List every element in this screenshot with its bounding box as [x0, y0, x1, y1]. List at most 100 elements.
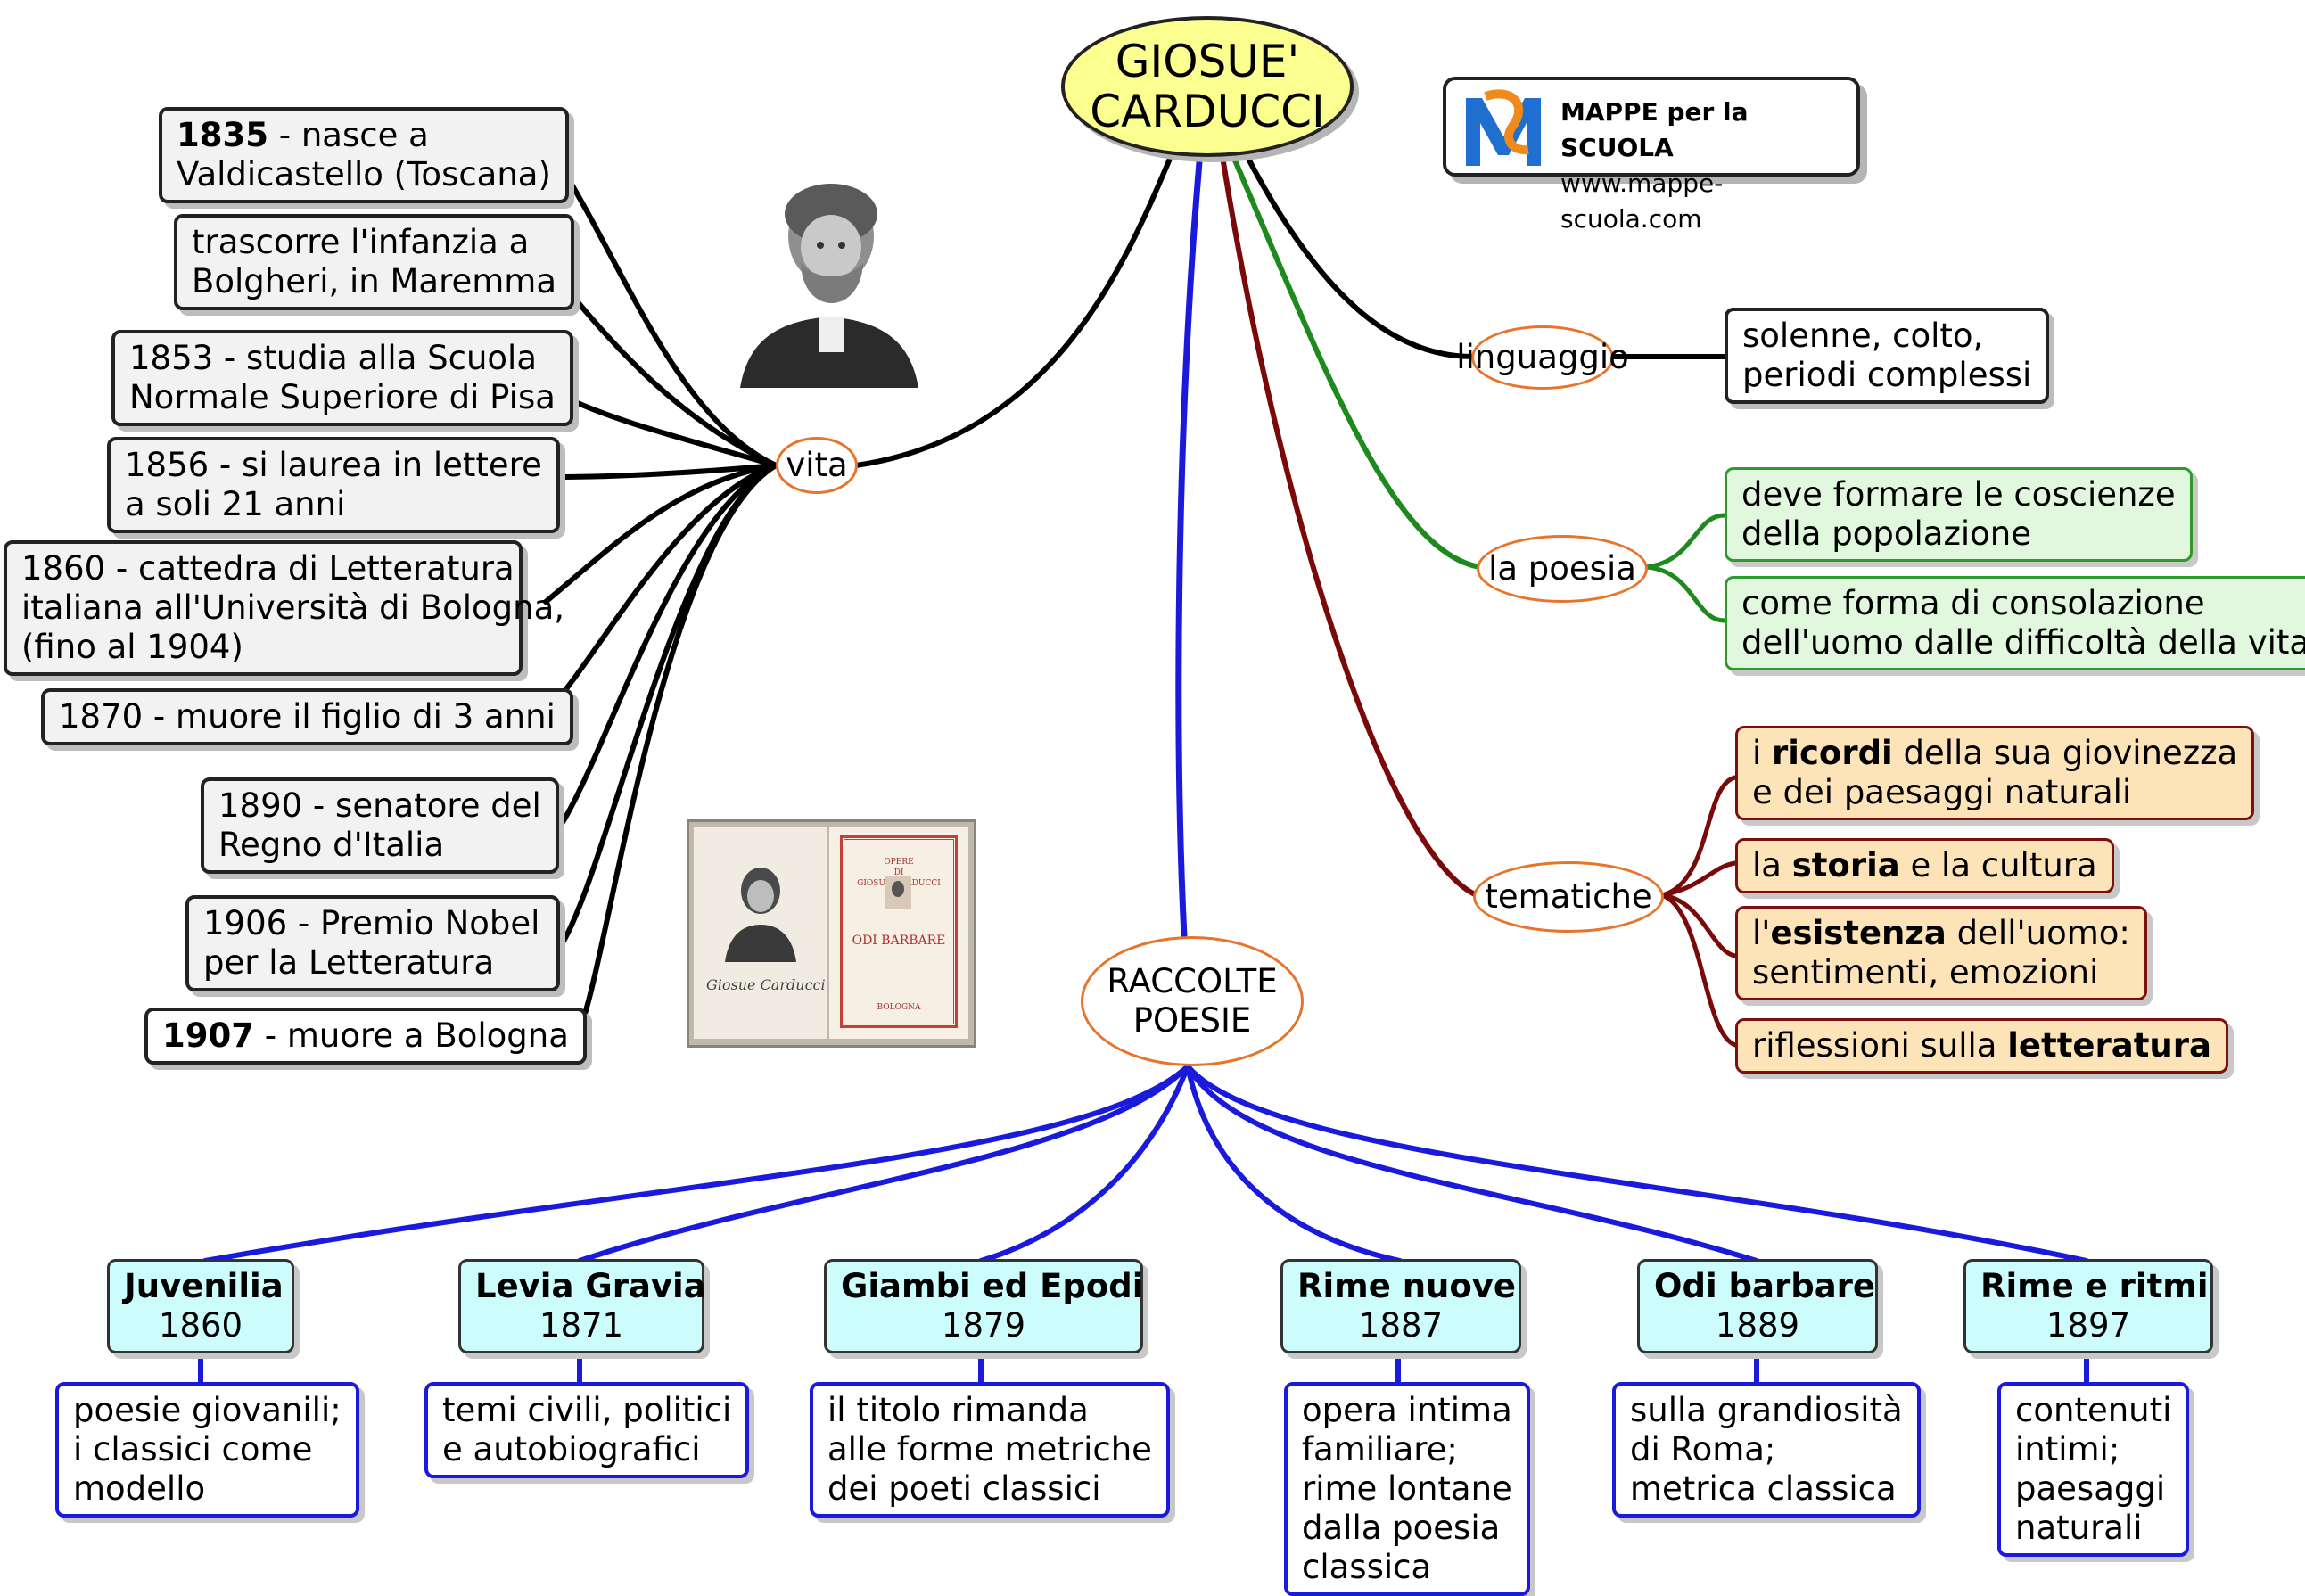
raccolta-rime-e-ritmi: Rime e ritmi 1897: [1963, 1259, 2213, 1353]
tematica-text: dell'uomo:: [1946, 914, 2130, 952]
raccolta-desc-text: sulla grandiosità: [1630, 1391, 1903, 1429]
raccolta-desc-text: dalla poesia: [1302, 1509, 1501, 1547]
raccolta-juvenilia: Juvenilia 1860: [107, 1259, 294, 1353]
raccolta-year: 1897: [2046, 1306, 2131, 1345]
raccolta-desc-text: paesaggi: [2015, 1469, 2166, 1508]
raccolta-desc-rime-e-ritmi: contenuti intimi; paesaggi naturali: [1997, 1382, 2190, 1557]
tematica-ricordi: i ricordi della sua giovinezza e dei pae…: [1735, 726, 2255, 820]
title-line2: CARDUCCI: [1090, 86, 1325, 137]
vita-text: Valdicastello (Toscana): [177, 155, 551, 193]
raccolta-desc-rime-nuove: opera intima familiare; rime lontane dal…: [1284, 1382, 1530, 1596]
raccolta-title: Juvenilia: [124, 1267, 284, 1305]
raccolta-desc-text: intimi;: [2015, 1430, 2120, 1468]
branch-la-poesia-label: la poesia: [1488, 549, 1636, 588]
vita-text: 1853 - studia alla Scuola: [129, 339, 538, 377]
raccolte-line2: POESIE: [1132, 1001, 1252, 1040]
raccolta-title: Rime nuove: [1297, 1267, 1517, 1305]
book-engraving-icon: [885, 876, 911, 909]
book-signature: Giosue Carducci: [706, 976, 826, 993]
poesia-text: dell'uomo dalle difficoltà della vita: [1741, 623, 2305, 662]
branch-linguaggio[interactable]: linguaggio: [1456, 325, 1629, 390]
raccolta-desc-text: classica: [1302, 1548, 1432, 1586]
raccolta-desc-text: alle forme metriche: [827, 1430, 1152, 1468]
carducci-portrait-image: [731, 174, 927, 388]
branch-vita[interactable]: vita: [776, 437, 858, 494]
raccolta-odi-barbare: Odi barbare 1889: [1637, 1259, 1878, 1353]
odi-barbare-book-image: Giosue Carducci OPERE DI GIOSUE CARDUCCI…: [687, 819, 976, 1048]
vita-text: per la Letteratura: [203, 943, 495, 982]
title-line1: GIOSUE': [1115, 36, 1300, 87]
vita-year-1907: 1907: [162, 1016, 254, 1055]
raccolta-levia-gravia: Levia Gravia 1871: [458, 1259, 706, 1353]
raccolta-desc-giambi-ed-epodi: il titolo rimanda alle forme metriche de…: [810, 1382, 1170, 1518]
vita-item-1853: 1853 - studia alla Scuola Normale Superi…: [111, 330, 573, 426]
vita-text: 1890 - senatore del: [218, 786, 541, 825]
raccolta-desc-text: rime lontane: [1302, 1469, 1512, 1508]
raccolta-title: Giambi ed Epodi: [841, 1267, 1144, 1305]
vita-year-1835: 1835: [177, 116, 268, 154]
vita-text: 1860 - cattedra di Letteratura: [21, 549, 515, 588]
vita-text: Bolgheri, in Maremma: [192, 262, 557, 300]
raccolte-line1: RACCOLTE: [1107, 962, 1278, 1000]
poesia-text: come forma di consolazione: [1741, 584, 2205, 622]
raccolta-year: 1887: [1358, 1306, 1444, 1345]
vita-item-1870: 1870 - muore il figlio di 3 anni: [41, 688, 573, 745]
branch-tematiche[interactable]: tematiche: [1473, 861, 1664, 933]
raccolta-giambi-ed-epodi: Giambi ed Epodi 1879: [824, 1259, 1143, 1353]
vita-text: 1906 - Premio Nobel: [203, 904, 540, 942]
raccolta-desc-text: i classici come: [73, 1430, 313, 1468]
raccolta-year: 1879: [941, 1306, 1026, 1345]
linguaggio-description: solenne, colto, periodi complessi: [1725, 308, 2050, 404]
book-opere: OPERE: [884, 858, 914, 867]
raccolta-desc-text: contenuti: [2015, 1391, 2172, 1429]
tematica-text: e dei paesaggi naturali: [1752, 773, 2132, 811]
tematica-text: della sua giovinezza: [1892, 734, 2238, 772]
raccolta-rime-nuove: Rime nuove 1887: [1280, 1259, 1521, 1353]
vita-item-1856: 1856 - si laurea in lettere a soli 21 an…: [107, 437, 560, 533]
vita-text: 1856 - si laurea in lettere: [125, 446, 542, 484]
raccolta-desc-juvenilia: poesie giovanili; i classici come modell…: [55, 1382, 359, 1518]
branch-tematiche-label: tematiche: [1485, 877, 1652, 916]
vita-text: 1870 - muore il figlio di 3 anni: [59, 697, 556, 736]
raccolta-desc-text: il titolo rimanda: [827, 1391, 1089, 1429]
vita-text: a soli 21 anni: [125, 485, 346, 523]
tematica-text: l': [1752, 914, 1771, 952]
vita-text: - muore a Bologna: [253, 1016, 569, 1055]
tematica-storia: la storia e la cultura: [1735, 838, 2114, 893]
raccolta-desc-text: dei poeti classici: [827, 1469, 1101, 1508]
tematica-text: e la cultura: [1899, 846, 2097, 884]
raccolta-desc-text: naturali: [2015, 1509, 2143, 1547]
tematica-keyword: letteratura: [2007, 1026, 2211, 1065]
raccolta-desc-text: modello: [73, 1469, 206, 1508]
raccolta-desc-text: poesie giovanili;: [73, 1391, 342, 1429]
branch-la-poesia[interactable]: la poesia: [1477, 535, 1648, 603]
vita-item-infanzia: trascorre l'infanzia a Bolgheri, in Mare…: [174, 214, 575, 310]
linguaggio-text: periodi complessi: [1742, 356, 2032, 394]
tematica-text: sentimenti, emozioni: [1752, 953, 2099, 991]
tematica-letteratura: riflessioni sulla letteratura: [1735, 1018, 2228, 1074]
raccolta-desc-text: temi civili, politici: [442, 1391, 732, 1429]
central-topic-giosue-carducci: GIOSUE' CARDUCCI: [1061, 16, 1354, 157]
poesia-text: della popolazione: [1741, 514, 2031, 553]
vita-item-1907: 1907 - muore a Bologna: [144, 1008, 587, 1065]
raccolta-desc-text: metrica classica: [1630, 1469, 1897, 1508]
raccolta-title: Levia Gravia: [475, 1267, 706, 1305]
mappe-scuola-logo[interactable]: MAPPE per la SCUOLA www.mappe-scuola.com: [1443, 77, 1860, 234]
tematica-esistenza: l'esistenza dell'uomo: sentimenti, emozi…: [1735, 906, 2147, 1000]
raccolta-desc-odi-barbare: sulla grandiosità di Roma; metrica class…: [1612, 1382, 1921, 1518]
linguaggio-text: solenne, colto,: [1742, 317, 1984, 355]
m-logo-icon: [1466, 89, 1541, 166]
vita-text: trascorre l'infanzia a: [192, 223, 530, 261]
vita-text: (fino al 1904): [21, 628, 243, 666]
raccolta-desc-text: opera intima: [1302, 1391, 1512, 1429]
raccolta-desc-text: e autobiografici: [442, 1430, 701, 1468]
tematica-text: i: [1752, 734, 1773, 772]
raccolta-year: 1871: [539, 1306, 624, 1345]
branch-raccolte-poesie[interactable]: RACCOLTE POESIE: [1081, 936, 1304, 1066]
raccolta-year: 1860: [158, 1306, 243, 1345]
poesia-text: deve formare le coscienze: [1741, 475, 2176, 514]
vita-item-1860: 1860 - cattedra di Letteratura italiana …: [4, 540, 564, 676]
poesia-item-consolazione: come forma di consolazione dell'uomo dal…: [1725, 576, 2305, 670]
tematica-keyword: ricordi: [1772, 734, 1893, 772]
